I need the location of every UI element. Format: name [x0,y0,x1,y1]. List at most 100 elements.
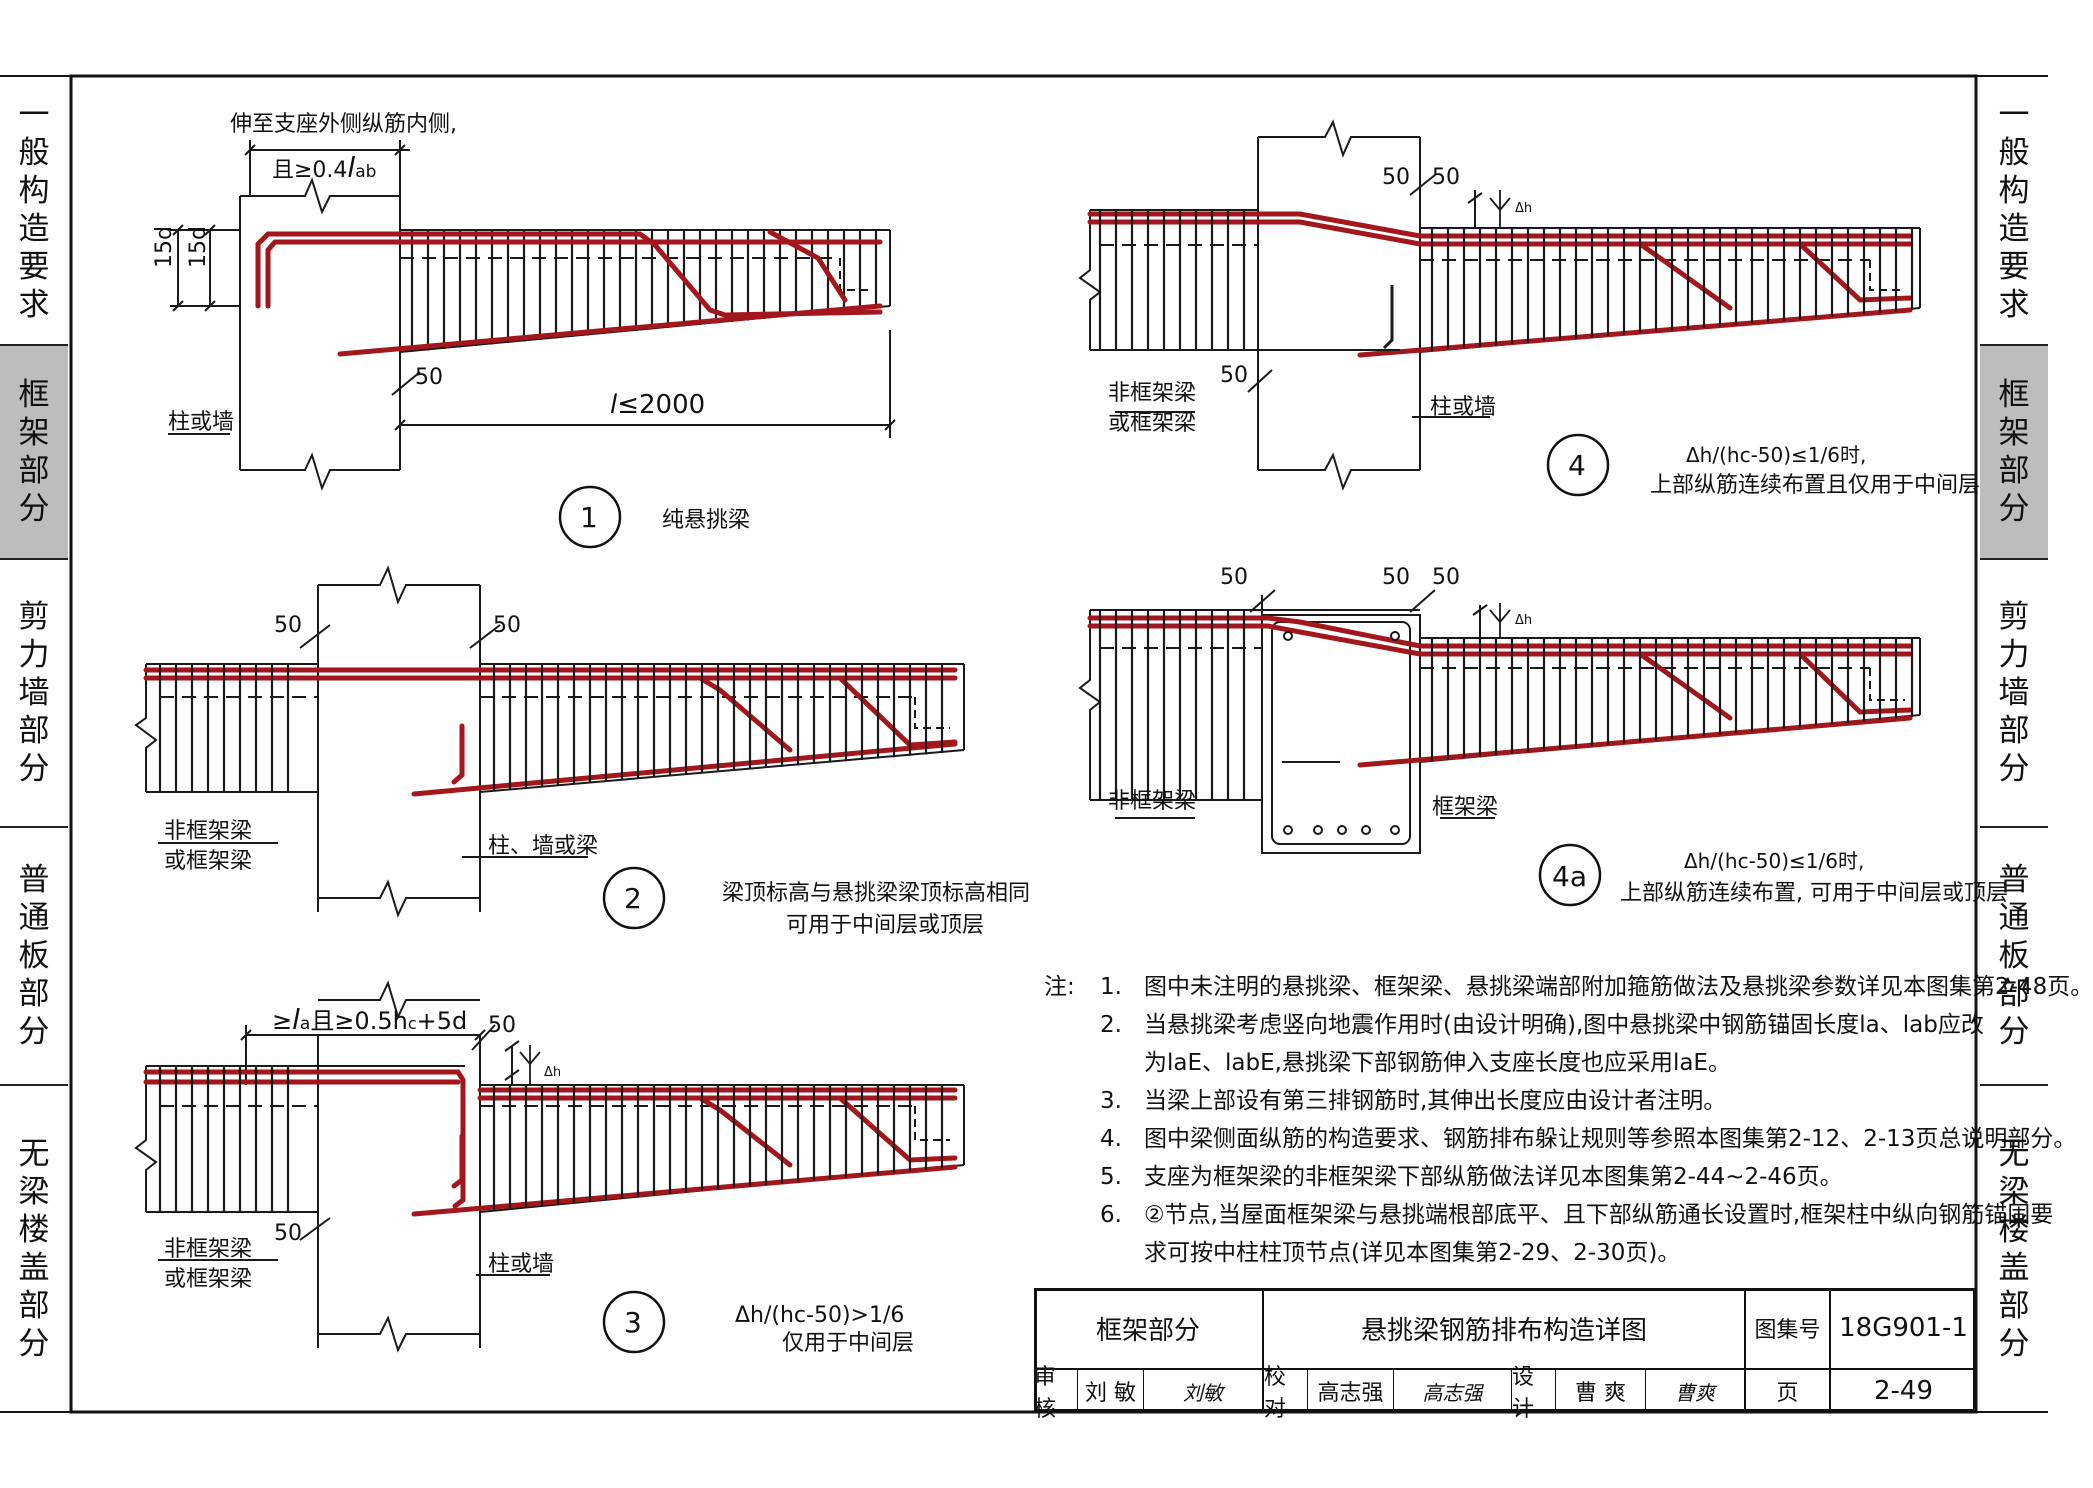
side-tab-char: 部 [1998,1288,2030,1324]
note-number: 2. [1100,1012,1122,1038]
d3-beam-label-2: 或框架梁 [164,1267,252,1292]
side-tab-5[interactable]: 无梁楼盖部分 [1980,1084,2048,1412]
detail-4a-number-circle [1538,843,1602,907]
side-tab-char: 造 [18,211,50,247]
side-tab-char: 分 [18,751,50,787]
d1-dim-50: 50 [415,365,443,390]
d4a-dim-50-a: 50 [1382,565,1410,590]
d4-beam-label-1: 非框架梁 [1108,381,1196,406]
side-tab-char: 板 [18,938,50,974]
side-tab-2[interactable]: 框架部分 [1980,344,2048,558]
note-text: 为laE、labE,悬挑梁下部钢筋伸入支座长度也应采用laE。 [1144,1050,1731,1076]
side-tab-4[interactable]: 普通板部分 [1980,826,2048,1084]
tb-page-label: 页 [1746,1370,1831,1412]
note-number: 5. [1100,1164,1122,1190]
title-block-border [1034,1288,1976,1412]
d1-dim-15d-inner: 15d [186,226,211,268]
detail-3 [134,980,965,1353]
detail-2-rebar [143,667,958,797]
note-item: 为laE、labE,悬挑梁下部钢筋伸入支座长度也应采用laE。 [1100,1044,1966,1082]
detail-drawing: 伸至支座外侧纵筋内侧, 且≥0.4lab 15d 15d 50 l≤2000 柱… [0,74,2048,1414]
d3-beam-label-1: 非框架梁 [164,1237,252,1262]
side-tab-char: 部 [1998,976,2030,1012]
side-tab-char: 般 [18,135,50,171]
side-tab-char: 部 [18,976,50,1012]
side-tab-char: 分 [18,1326,50,1362]
d2-number: 2 [624,882,642,915]
tb-title: 悬挑梁钢筋排布构造详图 [1264,1288,1746,1370]
detail-3-number-circle [602,1290,666,1354]
tb-check-label: 校对 [1264,1365,1308,1422]
d2-dim-50-right: 50 [493,613,521,638]
general-notes: 注: 1.图中未注明的悬挑梁、框架梁、悬挑梁端部附加箍筋做法及悬挑梁参数详见本图… [1044,968,2093,1272]
side-tab-4[interactable]: 普通板部分 [0,826,68,1084]
side-tab-char: 通 [18,900,50,936]
title-block: 框架部分 悬挑梁钢筋排布构造详图 图集号 18G901-1 审核 刘 敏 刘敏 … [1034,1288,1976,1422]
d2-dim-50-left: 50 [274,613,302,638]
note-text: 当悬挑梁考虑竖向地震作用时(由设计明确),图中悬挑梁中钢筋锚固长度la、lab应… [1144,1012,1984,1038]
note-text: 当梁上部设有第三排钢筋时,其伸出长度应由设计者注明。 [1144,1088,1727,1114]
tb-page-no: 2-49 [1873,1376,1933,1406]
tb-designer-sign: 曹爽 [1646,1370,1746,1412]
tb-checker: 高志强 [1308,1370,1394,1412]
side-tab-char: 楼 [1998,1212,2030,1248]
note-item: 3.当梁上部设有第三排钢筋时,其伸出长度应由设计者注明。 [1100,1082,1966,1120]
side-tab-2[interactable]: 框架部分 [0,344,68,558]
side-tab-char: 求 [1998,287,2030,323]
d4-support-label: 柱或墙 [1430,395,1496,420]
side-tab-char: 盖 [1998,1250,2030,1286]
side-tab-char: 部 [18,453,50,489]
detail-1-number-circle [558,485,622,549]
side-tab-char: 板 [1998,938,2030,974]
tb-section: 框架部分 [1034,1288,1264,1370]
side-tab-char: 一 [18,97,50,133]
d3-dim-50-bottom: 50 [274,1221,302,1246]
d4a-dh-mark: Δh [1515,613,1532,628]
side-tab-char: 部 [1998,713,2030,749]
side-tab-3[interactable]: 剪力墙部分 [1980,558,2048,826]
side-tab-1[interactable]: 一般构造要求 [1980,76,2048,344]
note-text: 求可按中柱柱顶节点(详见本图集第2-29、2-30页)。 [1144,1240,1681,1266]
tb-atlas-no: 18G901-1 [1831,1288,1976,1370]
tb-reviewer: 刘 敏 [1078,1370,1144,1412]
d1-span: l≤2000 [610,390,705,420]
side-tab-char: 无 [1998,1136,2030,1172]
side-tab-char: 梁 [18,1174,50,1210]
d4-caption-2: 上部纵筋连续布置且仅用于中间层 [1650,473,1980,498]
d4-number: 4 [1568,449,1586,482]
side-tab-char: 要 [1998,249,2030,285]
side-tab-char: 分 [1998,491,2030,527]
detail-2-number-circle [602,866,666,930]
d2-caption-1: 梁顶标高与悬挑梁梁顶标高相同 [722,881,1030,906]
side-tab-char: 求 [18,287,50,323]
note-number: 6. [1100,1202,1122,1228]
side-tab-1[interactable]: 一般构造要求 [0,76,68,344]
side-tab-char: 普 [18,862,50,898]
tb-atlas-label: 图集号 [1746,1288,1831,1370]
side-tab-char: 框 [18,377,50,413]
side-tab-char: 架 [1998,415,2030,451]
side-tab-5[interactable]: 无梁楼盖部分 [0,1084,68,1412]
note-item: 求可按中柱柱顶节点(详见本图集第2-29、2-30页)。 [1100,1234,1966,1272]
d1-note-top2: 且≥0.4lab [272,151,376,184]
side-tab-char: 无 [18,1136,50,1172]
d2-beam-label-2: 或框架梁 [164,849,252,874]
side-tab-char: 剪 [1998,599,2030,635]
d3-support-label: 柱或墙 [488,1252,554,1277]
side-tab-char: 盖 [18,1250,50,1286]
d1-support-label: 柱或墙 [168,410,234,435]
side-tab-3[interactable]: 剪力墙部分 [0,558,68,826]
d4-dim-50-bottom: 50 [1220,363,1248,388]
detail-3-rebar [143,1069,958,1217]
d1-number: 1 [580,501,598,534]
dh-markers [519,190,1511,1085]
detail-4a-column-bars [1283,631,1400,835]
side-tab-char: 分 [1998,1326,2030,1362]
side-tab-char: 力 [18,637,50,673]
side-tab-char: 分 [18,491,50,527]
d4-caption-1: Δh/(hc-50)≤1/6时, [1686,443,1866,467]
side-tab-char: 分 [1998,1014,2030,1050]
detail-2 [134,565,965,918]
side-tab-char: 架 [18,415,50,451]
d3-number: 3 [624,1306,642,1339]
